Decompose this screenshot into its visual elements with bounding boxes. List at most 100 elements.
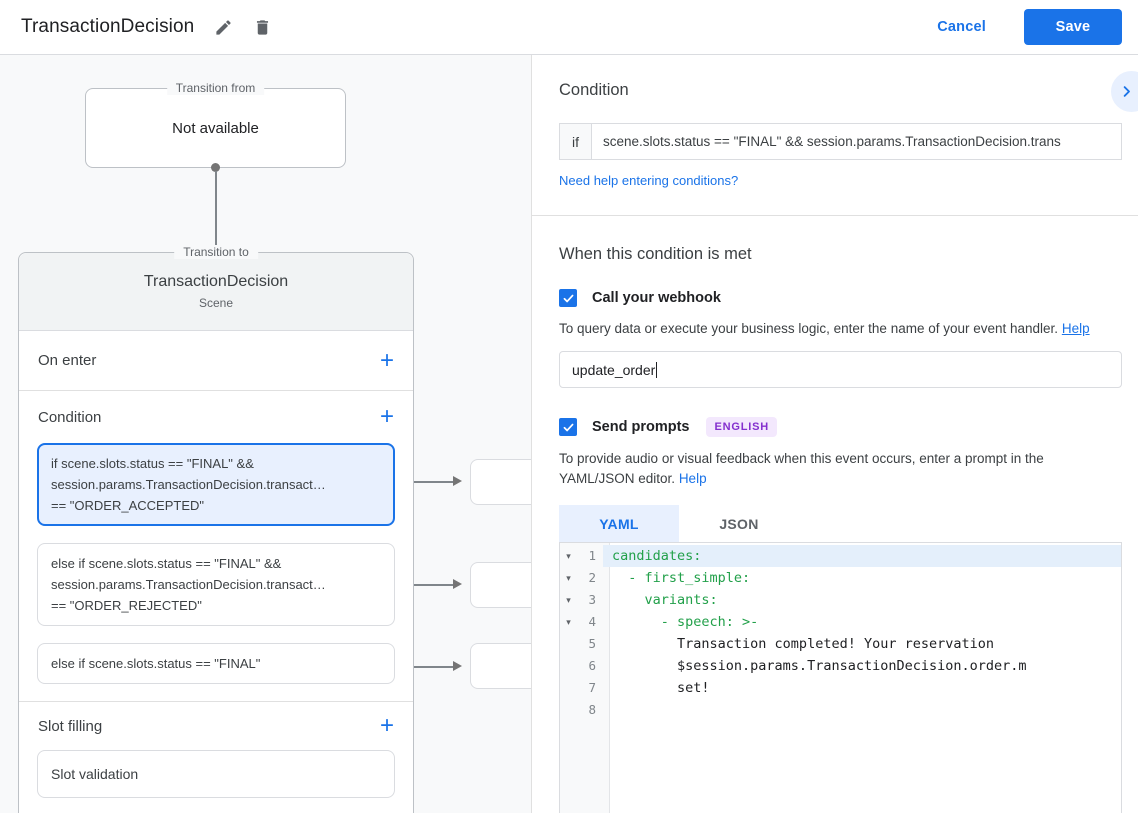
webhook-handler-input[interactable]: update_order <box>559 351 1122 388</box>
add-on-enter-button[interactable]: + <box>379 346 394 374</box>
tab-yaml[interactable]: YAML <box>559 505 679 542</box>
webhook-handler-value: update_order <box>572 361 656 378</box>
arrow-right-icon <box>453 579 462 589</box>
code-text[interactable]: set! <box>612 680 710 696</box>
on-enter-label: On enter <box>38 352 97 369</box>
connector-line <box>400 480 453 483</box>
fold-arrow-icon[interactable]: ▾ <box>566 551 571 561</box>
scene-card: Transition to TransactionDecision Scene … <box>18 245 414 813</box>
slot-filling-label: Slot filling <box>38 717 103 735</box>
cancel-button[interactable]: Cancel <box>937 19 986 35</box>
code-text[interactable]: variants: <box>612 592 718 608</box>
condition-item-accepted[interactable]: if scene.slots.status == "FINAL" && sess… <box>37 443 395 526</box>
on-enter-section: On enter + <box>19 331 413 391</box>
condition-help-link[interactable]: Need help entering conditions? <box>559 173 739 188</box>
pencil-icon <box>216 19 231 35</box>
condition-expression-row: if scene.slots.status == "FINAL" && sess… <box>559 123 1122 160</box>
condition-item-rejected[interactable]: else if scene.slots.status == "FINAL" &&… <box>37 543 395 626</box>
code-line[interactable]: 6 $session.params.TransactionDecision.or… <box>560 655 1121 677</box>
add-condition-button[interactable]: + <box>379 403 394 430</box>
fold-spacer <box>560 655 577 677</box>
code-text[interactable]: candidates: <box>603 545 1121 567</box>
text-cursor <box>656 361 658 378</box>
save-button[interactable]: Save <box>1024 9 1122 45</box>
scene-card-type: Scene <box>198 296 234 310</box>
call-webhook-row: Call your webhook <box>559 289 1122 307</box>
condition-item-final[interactable]: else if scene.slots.status == "FINAL" <box>37 643 395 684</box>
section-divider <box>19 701 413 702</box>
collapse-panel-button[interactable] <box>1111 71 1138 112</box>
transition-from-box: Transition from Not available <box>85 81 346 168</box>
code-line[interactable]: 5 Transaction completed! Your reservatio… <box>560 633 1121 655</box>
code-text[interactable]: - speech: >- <box>612 614 759 630</box>
code-text[interactable] <box>603 699 1121 721</box>
call-webhook-label: Call your webhook <box>592 290 721 306</box>
code-text[interactable]: - first_simple: <box>612 570 751 586</box>
when-condition-met-title: When this condition is met <box>559 245 752 263</box>
condition-text-line: session.params.TransactionDecision.trans… <box>51 477 326 492</box>
code-line[interactable]: ▾ 1 candidates: <box>560 545 1121 567</box>
fold-arrow-icon[interactable]: ▾ <box>566 595 571 605</box>
condition-editor-panel: Condition if scene.slots.status == "FINA… <box>531 55 1138 813</box>
webhook-help-link[interactable]: Help <box>1061 321 1090 336</box>
checkmark-icon <box>563 294 573 302</box>
condition-text-line: session.params.TransactionDecision.trans… <box>51 577 326 592</box>
send-prompts-row: Send prompts ENGLISH <box>559 417 1122 437</box>
code-line[interactable]: ▾ 3 variants: <box>560 589 1121 611</box>
connector-dot <box>211 163 220 172</box>
line-number: 8 <box>588 702 596 717</box>
condition-text-line: if scene.slots.status == "FINAL" && <box>51 456 254 471</box>
arrow-right-icon <box>453 661 462 671</box>
flow-canvas: Transition from Not available Transition… <box>0 55 544 813</box>
code-line[interactable]: ▾ 2 - first_simple: <box>560 567 1121 589</box>
transition-from-label: Transition from <box>166 81 265 95</box>
condition-panel-title: Condition <box>559 81 629 99</box>
condition-items: if scene.slots.status == "FINAL" && sess… <box>19 443 413 684</box>
line-number: 2 <box>588 570 596 585</box>
condition-text-line: == "ORDER_ACCEPTED" <box>51 498 204 513</box>
fold-arrow-icon[interactable]: ▾ <box>566 573 571 583</box>
code-text[interactable]: $session.params.TransactionDecision.orde… <box>612 658 1027 674</box>
editor-format-tabs: YAML JSON <box>559 505 1122 542</box>
if-prefix-label: if <box>559 123 591 160</box>
trash-icon <box>257 19 269 35</box>
panel-divider <box>532 215 1138 216</box>
connector-line <box>400 665 453 668</box>
line-number: 7 <box>588 680 596 695</box>
transition-to-label: Transition to <box>174 245 258 259</box>
chevron-right-icon <box>1123 86 1130 97</box>
checkmark-icon <box>563 423 573 431</box>
condition-text-line: == "ORDER_REJECTED" <box>51 598 202 613</box>
code-line[interactable]: 7 set! <box>560 677 1121 699</box>
top-bar: TransactionDecision Cancel Save <box>0 0 1138 55</box>
call-webhook-checkbox[interactable] <box>559 289 577 307</box>
code-text[interactable]: Transaction completed! Your reservation <box>612 636 995 652</box>
fold-spacer <box>560 699 577 721</box>
webhook-description: To query data or execute your business l… <box>559 319 1117 339</box>
condition-text-line: else if scene.slots.status == "FINAL" <box>51 656 261 671</box>
code-line[interactable]: 8 <box>560 699 1121 721</box>
condition-section-header: Condition + <box>19 391 413 443</box>
slot-validation-card[interactable]: Slot validation <box>37 750 395 798</box>
add-slot-button[interactable]: + <box>379 712 394 739</box>
line-number: 3 <box>588 592 596 607</box>
line-number: 1 <box>588 548 596 563</box>
send-prompts-label: Send prompts <box>592 419 690 435</box>
yaml-code-editor[interactable]: ▾ 1 candidates: ▾ 2 - first_simple: ▾ 3 … <box>559 542 1122 813</box>
slot-filling-section-header: Slot filling + <box>19 702 413 750</box>
transition-from-content: Not available <box>172 119 259 137</box>
send-prompts-checkbox[interactable] <box>559 418 577 436</box>
delete-scene-button[interactable] <box>249 14 276 41</box>
condition-section-label: Condition <box>38 408 102 426</box>
edit-scene-button[interactable] <box>210 14 237 41</box>
prompts-help-link[interactable]: Help <box>678 471 707 486</box>
language-badge: ENGLISH <box>706 417 777 437</box>
connector-line <box>400 583 453 586</box>
prompts-description-text: To provide audio or visual feedback when… <box>559 451 1044 486</box>
code-line[interactable]: ▾ 4 - speech: >- <box>560 611 1121 633</box>
condition-expression-input[interactable]: scene.slots.status == "FINAL" && session… <box>591 123 1122 160</box>
tab-json[interactable]: JSON <box>719 515 759 532</box>
scene-card-header[interactable]: TransactionDecision Scene <box>19 253 413 331</box>
arrow-right-icon <box>453 476 462 486</box>
fold-arrow-icon[interactable]: ▾ <box>566 617 571 627</box>
